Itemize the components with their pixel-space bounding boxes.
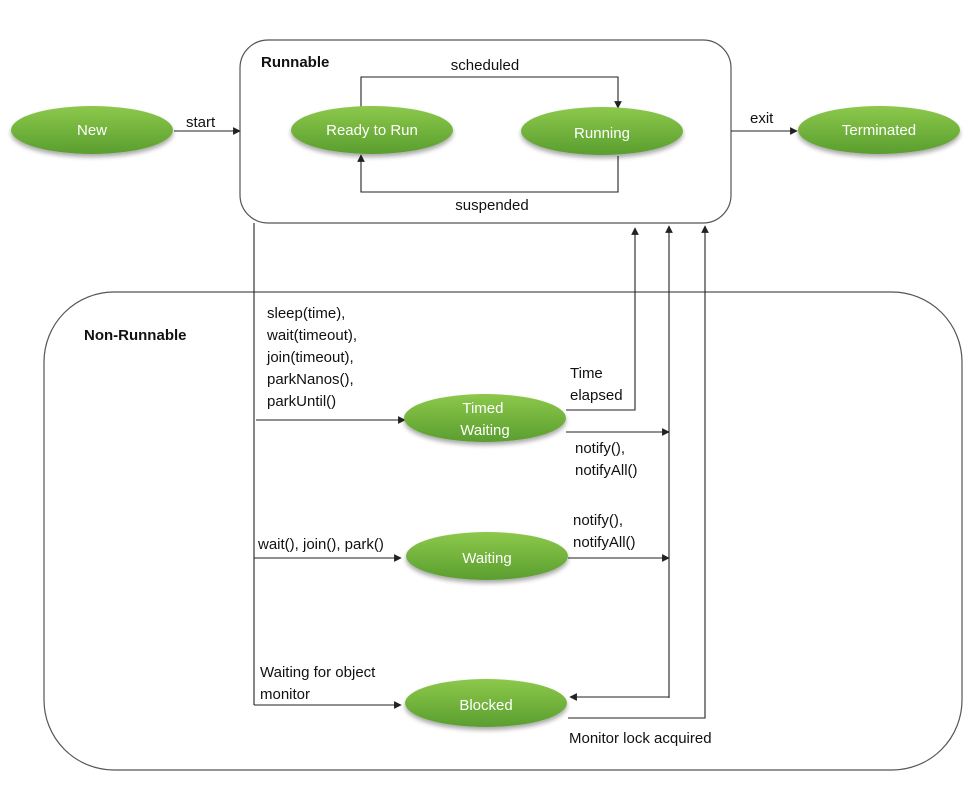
state-ready-to-run: Ready to Run xyxy=(291,106,453,154)
edge-scheduled xyxy=(360,76,622,110)
non-runnable-container xyxy=(43,291,963,771)
state-waiting: Waiting xyxy=(406,532,568,580)
label-scheduled: scheduled xyxy=(451,57,519,74)
state-timed-waiting: Timed Waiting xyxy=(404,394,566,442)
label-timed-notify: notify(), notifyAll() xyxy=(575,440,638,479)
label-monitor-lock: Monitor lock acquired xyxy=(569,730,712,747)
label-timed-entry: sleep(time), wait(timeout), join(timeout… xyxy=(266,305,361,410)
state-terminated: Terminated xyxy=(798,106,960,154)
state-ready-to-run-label: Ready to Run xyxy=(326,122,418,139)
label-waiting-notify: notify(), notifyAll() xyxy=(573,512,636,551)
state-new: New xyxy=(11,106,173,154)
state-blocked: Blocked xyxy=(405,679,567,727)
label-waiting-entry: wait(), join(), park() xyxy=(257,536,384,553)
label-exit: exit xyxy=(750,110,774,127)
state-waiting-label: Waiting xyxy=(462,550,511,567)
non-runnable-title: Non-Runnable xyxy=(84,327,187,344)
label-blocked-entry: Waiting for object monitor xyxy=(260,664,380,703)
runnable-title: Runnable xyxy=(261,54,329,71)
edge-suspended xyxy=(357,154,619,193)
label-start: start xyxy=(186,114,216,131)
state-running: Running xyxy=(521,107,683,155)
state-blocked-label: Blocked xyxy=(459,697,512,714)
state-new-label: New xyxy=(77,122,107,139)
state-timed-waiting-label: Timed Waiting xyxy=(460,400,509,439)
state-running-label: Running xyxy=(574,125,630,142)
label-suspended: suspended xyxy=(455,197,528,214)
state-terminated-label: Terminated xyxy=(842,122,916,139)
edge-time-elapsed xyxy=(566,227,639,411)
label-time-elapsed: Time elapsed xyxy=(570,365,623,404)
edge-monitor-lock xyxy=(568,225,709,719)
